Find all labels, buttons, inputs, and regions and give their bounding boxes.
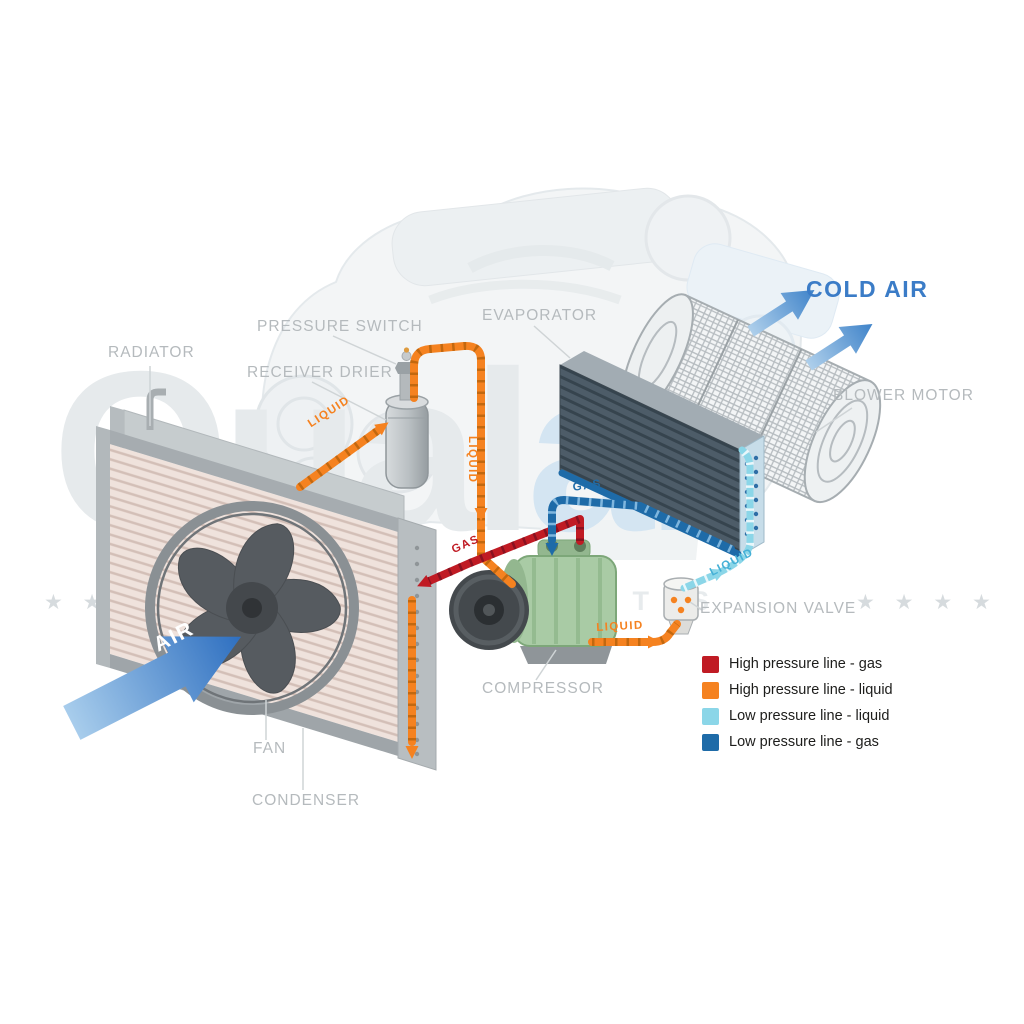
- legend-swatch-hp-liquid: [702, 681, 719, 699]
- cold-air-arrow-2: [805, 324, 873, 371]
- leader-lines: [149, 325, 853, 790]
- label-compressor: COMPRESSOR: [482, 680, 604, 697]
- legend-row-hp-liquid: High pressure line - liquid: [702, 677, 893, 703]
- pipe-label-liquid-to-expansion: LIQUID: [596, 619, 644, 634]
- cold-air-arrows: [747, 290, 873, 371]
- label-blower-motor: BLOWER MOTOR: [833, 387, 974, 404]
- label-air: AIR: [150, 616, 199, 657]
- refrigerant-lines: [296, 341, 754, 759]
- label-radiator: RADIATOR: [108, 344, 195, 361]
- legend: High pressure line - gas High pressure l…: [702, 651, 893, 755]
- legend-label-lp-gas: Low pressure line - gas: [729, 734, 879, 750]
- pipe-label-liquid-to-drier: LIQUID: [306, 394, 353, 431]
- legend-label-hp-liquid: High pressure line - liquid: [729, 682, 893, 698]
- cold-air-arrow-1: [747, 290, 815, 337]
- legend-swatch-hp-gas: [702, 655, 719, 673]
- air-arrow: [63, 636, 242, 740]
- legend-swatch-lp-liquid: [702, 707, 719, 725]
- watermark-stars-right: ★ ★ ★ ★: [856, 591, 998, 614]
- label-pressure-switch: PRESSURE SWITCH: [257, 318, 423, 335]
- label-fan: FAN: [253, 740, 287, 757]
- receiver-drier: [385, 347, 429, 489]
- legend-swatch-lp-gas: [702, 733, 719, 751]
- label-cold-air: COLD AIR: [806, 276, 929, 302]
- label-evaporator: EVAPORATOR: [482, 307, 598, 324]
- pressure-switch: [395, 347, 418, 401]
- label-receiver-drier: RECEIVER DRIER: [247, 364, 393, 381]
- pipe-label-liquid-to-evaporator: LIQUID: [708, 546, 756, 579]
- label-condenser: CONDENSER: [252, 792, 361, 809]
- compressor: [449, 539, 617, 664]
- fan: [145, 501, 359, 715]
- pipe-label-liquid-from-drier: LIQUID: [466, 436, 478, 484]
- legend-row-hp-gas: High pressure line - gas: [702, 651, 893, 677]
- legend-row-lp-gas: Low pressure line - gas: [702, 729, 893, 755]
- pipe-label-gas-to-condenser: GAS: [450, 533, 482, 556]
- legend-label-hp-gas: High pressure line - gas: [729, 656, 883, 672]
- legend-row-lp-liquid: Low pressure line - liquid: [702, 703, 893, 729]
- legend-label-lp-liquid: Low pressure line - liquid: [729, 708, 890, 724]
- pipe-label-gas-to-compressor: GAS: [572, 477, 603, 494]
- flow-arrowheads: [374, 422, 726, 759]
- label-expansion-valve: EXPANSION VALVE: [700, 600, 857, 617]
